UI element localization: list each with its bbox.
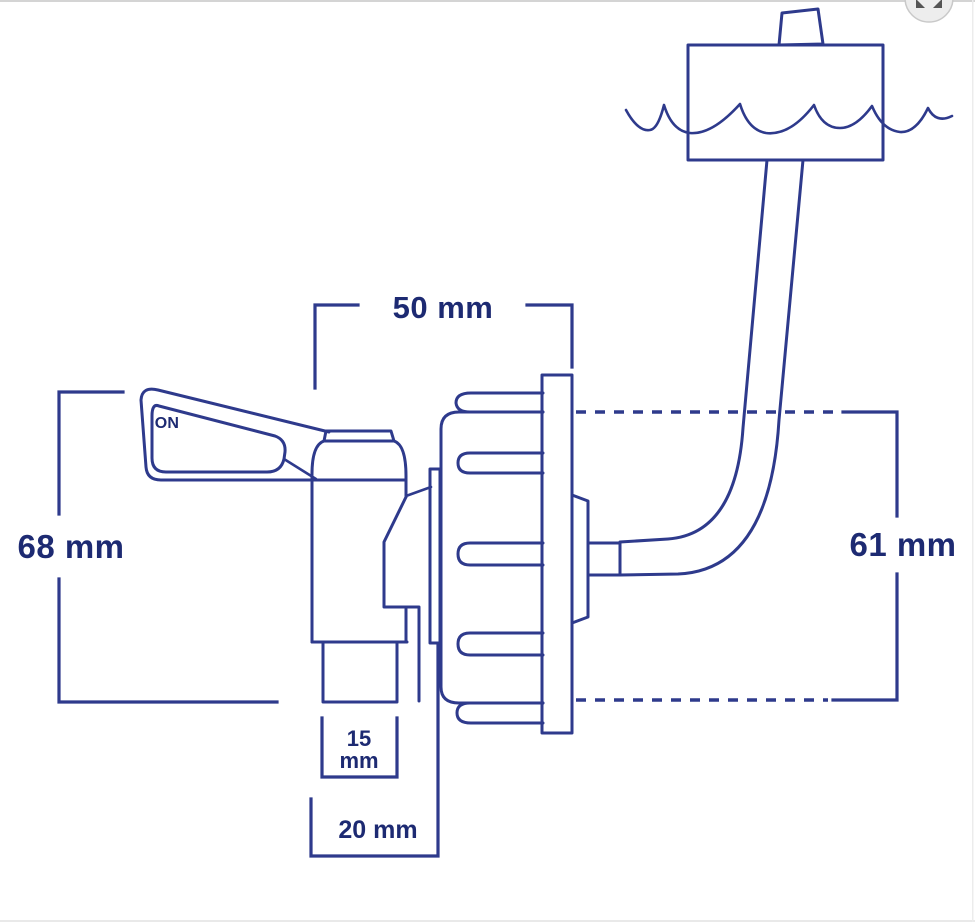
cap-rib-5 xyxy=(455,701,545,725)
water-wave-line xyxy=(624,102,954,135)
dim-68-label: 68 mm xyxy=(17,528,124,565)
dimension-spout-width: 15 mm xyxy=(320,716,399,779)
dim-15-label-value: 15 xyxy=(347,726,371,751)
cap-back-plate xyxy=(428,467,442,645)
cap-outline xyxy=(439,410,545,705)
dim-15-bracket xyxy=(320,716,399,779)
cap-rib-4 xyxy=(456,631,545,657)
dim-61-bottom-bracket xyxy=(831,572,899,702)
dimension-top-width: 50 mm xyxy=(313,290,574,390)
cap-flange xyxy=(540,373,574,735)
dip-tube-left-edge xyxy=(618,158,769,544)
valve-outlet-wedge xyxy=(382,495,421,703)
dim-61-top-bracket xyxy=(841,410,899,518)
valve-body-left-edge xyxy=(310,439,326,644)
tap-lever: ON xyxy=(139,387,407,482)
valve-to-plate-edge xyxy=(404,485,433,498)
spindle-boss xyxy=(570,493,590,625)
dim-61-label: 61 mm xyxy=(849,526,956,563)
dip-tube-right-edge xyxy=(618,158,805,577)
dim-68-top-bracket xyxy=(57,390,125,516)
valve-cap-strip xyxy=(322,429,396,443)
valve-body-right-edge xyxy=(392,439,408,499)
dim-50-label: 50 mm xyxy=(393,290,494,325)
dim-15-label-unit: mm xyxy=(339,748,378,773)
container-vent-tab xyxy=(777,7,825,47)
cap-rib-3 xyxy=(456,541,545,567)
cap-rib-2 xyxy=(456,451,545,475)
spindle-stem xyxy=(586,541,622,577)
lever-on-label: ON xyxy=(155,415,180,432)
top-border-line xyxy=(0,0,975,2)
dimension-right-height: 61 mm xyxy=(831,410,956,702)
ribbed-cap-nut xyxy=(428,373,622,735)
container-wall xyxy=(686,43,885,162)
expand-arrows-icon xyxy=(916,0,942,8)
zoom-button-circle[interactable] xyxy=(904,0,954,23)
dim-20-bracket xyxy=(309,644,440,858)
bottom-border-line xyxy=(0,920,975,922)
lever-outer-outline xyxy=(139,387,407,482)
dimension-outlet-width: 20 mm xyxy=(309,644,440,858)
dim-50-left-bracket xyxy=(313,303,360,390)
valve-body xyxy=(310,429,433,704)
dip-tube xyxy=(618,158,805,577)
image-zoom-button[interactable] xyxy=(904,0,954,23)
dim-20-label: 20 mm xyxy=(338,816,417,844)
spout xyxy=(321,640,399,704)
lever-inner-outline xyxy=(150,404,287,474)
right-border-line xyxy=(972,0,974,922)
cap-rib-1 xyxy=(454,391,545,414)
dim-68-bottom-bracket xyxy=(57,577,279,704)
container-water-schematic xyxy=(624,7,954,162)
dimension-left-height: 68 mm xyxy=(17,390,279,704)
dim-50-right-bracket xyxy=(525,303,574,369)
